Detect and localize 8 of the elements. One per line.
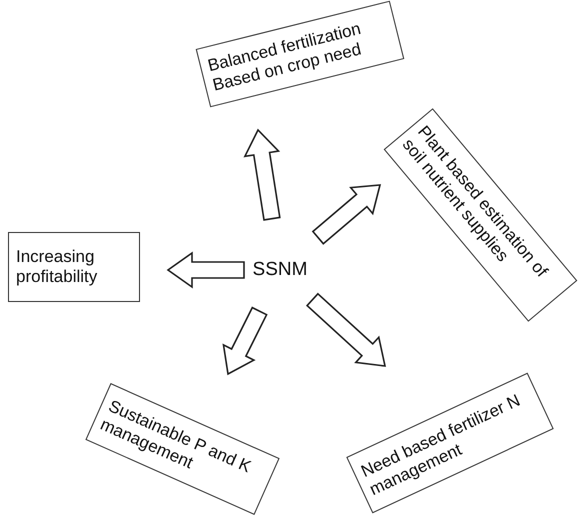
- block-arrow: [166, 251, 245, 289]
- block-arrow: [244, 128, 281, 221]
- center-label: SSNM: [252, 259, 308, 281]
- text-box: Increasing profitability: [8, 232, 140, 302]
- text-box: Balanced fertilization Based on crop need: [196, 0, 404, 108]
- block-arrow: [312, 184, 382, 245]
- block-arrow: [306, 292, 386, 367]
- block-arrow: [222, 306, 268, 376]
